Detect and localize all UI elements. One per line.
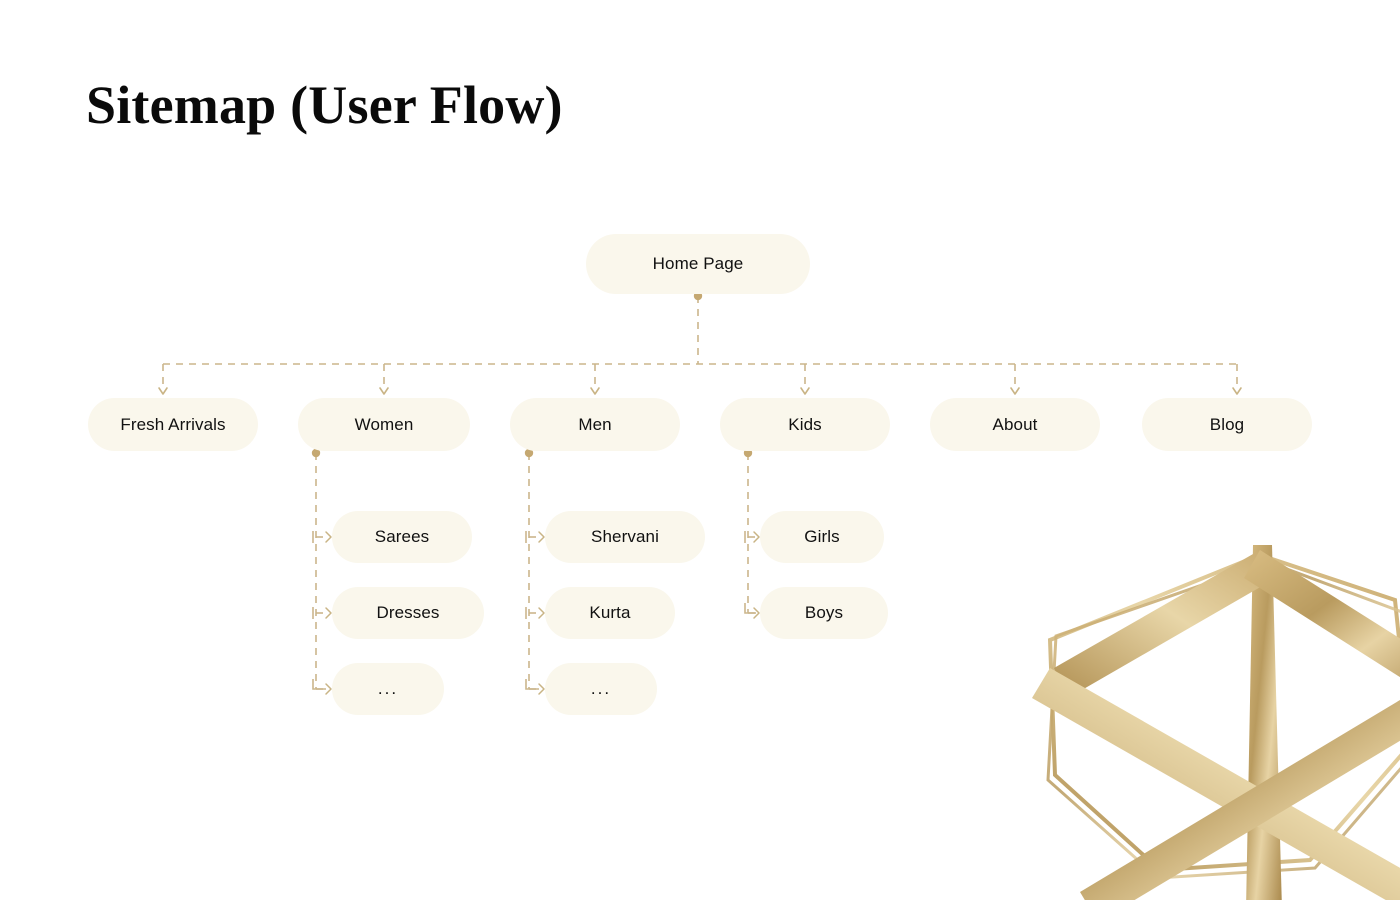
- node-shervani[interactable]: Shervani: [545, 511, 705, 563]
- node-label: Fresh Arrivals: [120, 414, 226, 434]
- node-label: Home Page: [652, 254, 744, 273]
- node-women-more[interactable]: ...: [332, 663, 444, 715]
- node-home-page[interactable]: Home Page: [586, 234, 810, 294]
- node-men[interactable]: Men: [510, 398, 680, 451]
- node-label: Kids: [788, 414, 822, 434]
- node-kids[interactable]: Kids: [720, 398, 890, 451]
- node-women[interactable]: Women: [298, 398, 470, 451]
- node-girls[interactable]: Girls: [760, 511, 884, 563]
- page-title: Sitemap (User Flow): [86, 75, 563, 135]
- node-label: ...: [590, 679, 612, 698]
- node-label: Blog: [1209, 414, 1245, 434]
- node-sarees[interactable]: Sarees: [332, 511, 472, 563]
- node-label: Men: [578, 414, 612, 434]
- node-fresh-arrivals[interactable]: Fresh Arrivals: [88, 398, 258, 451]
- node-label: Dresses: [376, 603, 440, 622]
- node-label: Kurta: [589, 603, 631, 622]
- node-kurta[interactable]: Kurta: [545, 587, 675, 639]
- node-boys[interactable]: Boys: [760, 587, 888, 639]
- node-label: Boys: [804, 603, 844, 622]
- node-label: About: [992, 414, 1038, 434]
- node-label: Women: [354, 414, 414, 434]
- node-blog[interactable]: Blog: [1142, 398, 1312, 451]
- node-label: Sarees: [374, 527, 430, 546]
- node-label: Shervani: [591, 527, 659, 546]
- node-about[interactable]: About: [930, 398, 1100, 451]
- gold-geometric-ornament-icon: [1032, 545, 1400, 900]
- node-label: ...: [377, 679, 399, 698]
- node-label: Girls: [804, 527, 840, 546]
- node-dresses[interactable]: Dresses: [332, 587, 484, 639]
- node-men-more[interactable]: ...: [545, 663, 657, 715]
